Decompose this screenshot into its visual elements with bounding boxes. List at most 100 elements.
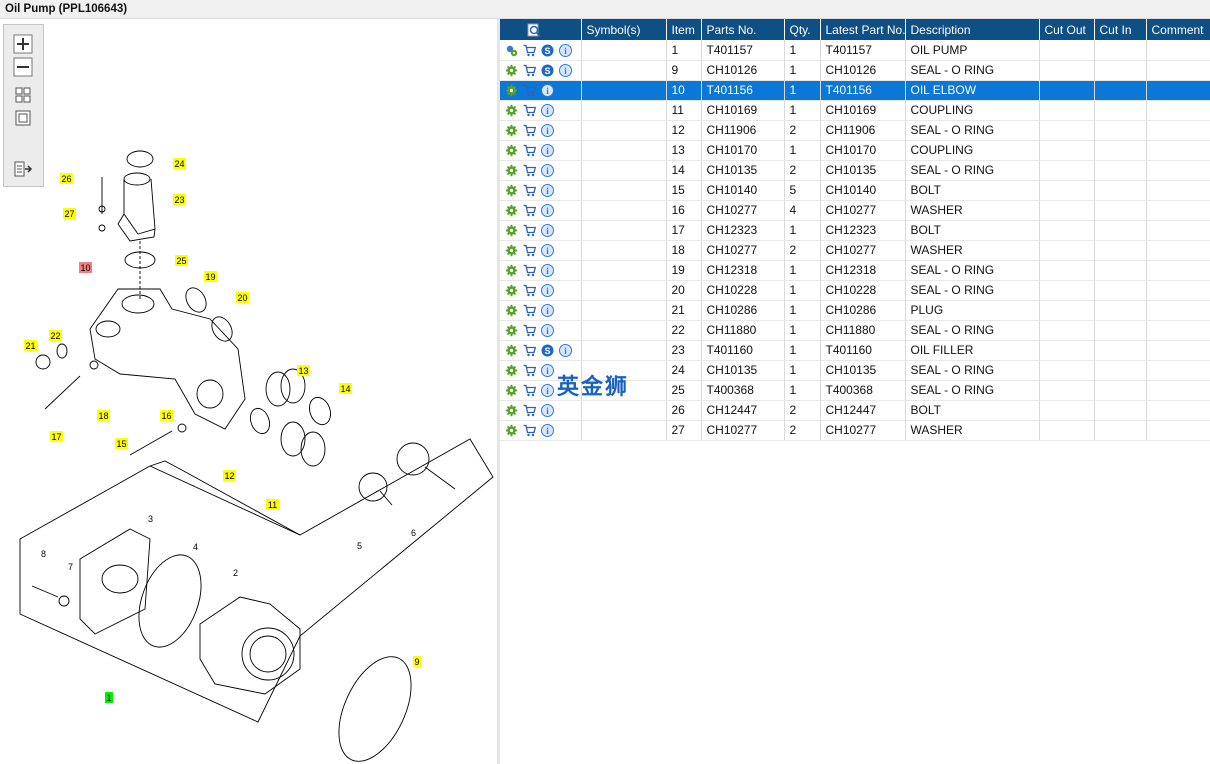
part-3-cover-plate[interactable] (79, 528, 151, 635)
info-icon[interactable]: i (541, 363, 559, 378)
part-label-5[interactable]: 5 (357, 541, 362, 551)
callout-26-box[interactable] (60, 173, 73, 184)
callout-22-label[interactable]: 22 (50, 331, 60, 341)
callout-27-box[interactable] (63, 208, 76, 219)
part-label-3[interactable]: 3 (148, 514, 153, 524)
callout-15-box[interactable] (115, 438, 128, 449)
zoom-out-button[interactable] (13, 57, 33, 77)
add-to-cart-icon[interactable] (523, 323, 541, 337)
part-24-oring[interactable] (126, 150, 154, 168)
supersession-s-icon[interactable]: S (541, 63, 559, 77)
part-22-oring[interactable] (56, 343, 68, 359)
add-to-cart-icon[interactable] (523, 363, 541, 377)
callout-9-label[interactable]: 9 (414, 657, 419, 667)
add-to-cart-icon[interactable] (523, 423, 541, 437)
add-to-cart-icon[interactable] (523, 303, 541, 317)
part-2-pump-body[interactable] (199, 596, 301, 695)
callout-11-box[interactable] (266, 499, 279, 510)
supersession-s-icon[interactable]: S (541, 343, 559, 357)
callout-18-label[interactable]: 18 (98, 411, 108, 421)
part-15-bolt[interactable] (129, 430, 173, 456)
show-parts-list-button[interactable] (13, 159, 33, 179)
search-icon[interactable] (527, 23, 541, 37)
part-gear-icon[interactable] (505, 123, 523, 137)
part-9-oring[interactable] (324, 646, 426, 764)
part-gear-icon[interactable] (505, 423, 523, 437)
part-10-oil-elbow[interactable] (89, 288, 246, 430)
info-icon[interactable]: i (541, 203, 559, 218)
callout-20-box[interactable] (236, 292, 249, 303)
add-to-cart-icon[interactable] (523, 83, 541, 97)
part-gear-icon[interactable] (505, 163, 523, 177)
add-to-cart-icon[interactable] (523, 63, 541, 77)
part-7-washer[interactable] (58, 595, 70, 607)
part-gear-icon[interactable] (505, 323, 523, 337)
supersession-s-icon[interactable]: S (541, 43, 559, 57)
part-23-filler-body[interactable] (123, 178, 156, 235)
info-icon[interactable]: i (541, 303, 559, 318)
part-12-oring[interactable] (247, 406, 273, 437)
column-header-item[interactable]: Item (666, 19, 702, 40)
zoom-in-button[interactable] (13, 34, 33, 54)
column-header-comment[interactable]: Comment (1146, 19, 1210, 40)
column-header-parts-no[interactable]: Parts No. (701, 19, 785, 40)
add-to-cart-icon[interactable] (523, 183, 541, 197)
info-icon[interactable]: i (541, 423, 559, 438)
callout-12-box[interactable] (223, 470, 236, 481)
add-to-cart-icon[interactable] (523, 383, 541, 397)
part-gear-icon[interactable] (505, 223, 523, 237)
info-icon[interactable]: i (541, 143, 559, 158)
callout-21-box[interactable] (24, 340, 37, 351)
callout-27-label[interactable]: 27 (64, 209, 74, 219)
part-16-washer[interactable] (177, 423, 187, 433)
part-14-oring[interactable] (306, 394, 334, 427)
info-icon[interactable]: i (541, 263, 559, 278)
part-17-bolt[interactable] (44, 375, 81, 410)
part-23-filler-top[interactable] (123, 172, 151, 186)
column-header-cut-in[interactable]: Cut In (1094, 19, 1147, 40)
column-header-qty[interactable]: Qty. (784, 19, 821, 40)
callout-14-label[interactable]: 14 (340, 384, 350, 394)
part-label-2[interactable]: 2 (233, 568, 238, 578)
add-to-cart-icon[interactable] (523, 143, 541, 157)
part-label-8[interactable]: 8 (41, 549, 46, 559)
info-icon[interactable]: i (541, 83, 559, 98)
callout-1-label[interactable]: 1 (106, 693, 111, 703)
callout-20-label[interactable]: 20 (237, 293, 247, 303)
column-header-latest-part-no[interactable]: Latest Part No. (820, 19, 906, 40)
callout-23-box[interactable] (173, 194, 186, 205)
part-18-washer[interactable] (89, 360, 99, 370)
info-icon[interactable]: i (559, 63, 577, 78)
callout-10-box[interactable] (79, 262, 92, 273)
callout-24-label[interactable]: 24 (174, 159, 184, 169)
callout-13-box[interactable] (297, 365, 310, 376)
callout-19-label[interactable]: 19 (205, 272, 215, 282)
part-20-oring[interactable] (208, 313, 237, 345)
add-to-cart-icon[interactable] (523, 343, 541, 357)
add-to-cart-icon[interactable] (523, 263, 541, 277)
info-icon[interactable]: i (541, 243, 559, 258)
part-6-gear[interactable] (396, 442, 430, 476)
part-gear-icon[interactable] (505, 183, 523, 197)
part-gear-icon[interactable] (505, 403, 523, 417)
part-gear-icon[interactable] (505, 203, 523, 217)
info-icon[interactable]: i (541, 323, 559, 338)
callout-25-box[interactable] (175, 255, 188, 266)
callout-15-label[interactable]: 15 (116, 439, 126, 449)
callout-24-box[interactable] (173, 158, 186, 169)
search-column-header[interactable] (500, 19, 582, 40)
part-27-washer[interactable] (98, 224, 106, 232)
